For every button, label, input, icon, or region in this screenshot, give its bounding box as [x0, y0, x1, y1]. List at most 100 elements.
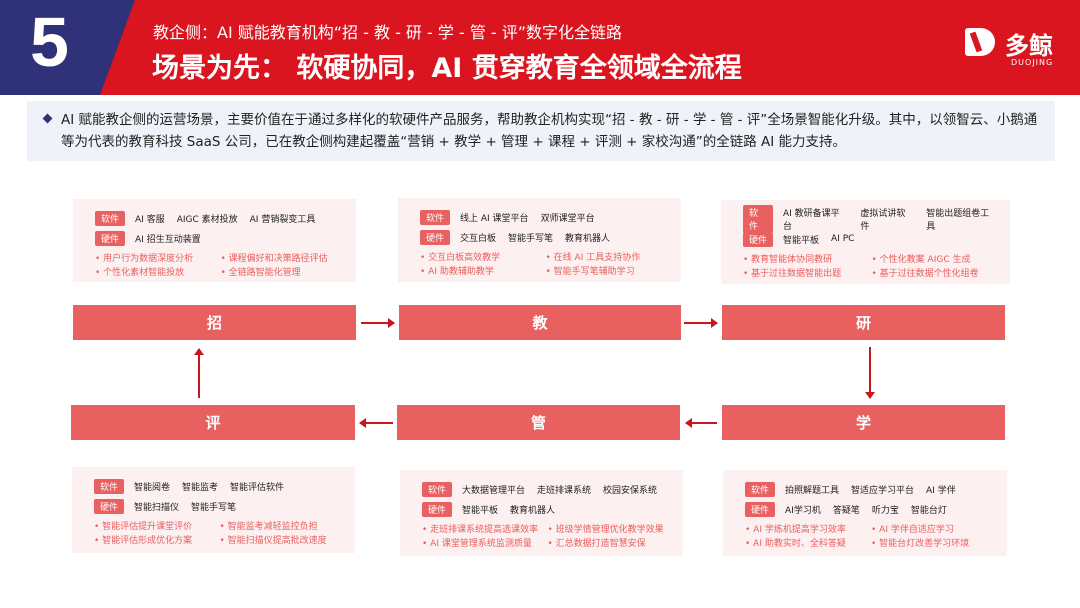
benefit-item: 智能评估提升课堂评价	[94, 520, 220, 534]
benefit-item: 在线 AI 工具支持协作	[546, 251, 672, 265]
software-item: AI 教研备课平台	[782, 209, 840, 232]
software-item: AI 学伴	[926, 485, 956, 496]
page-title: 场景为先： 软硬协同，AI 贯穿教育全领域全流程	[152, 53, 742, 84]
software-item: 虚拟试讲软件	[860, 209, 906, 232]
header-banner: 5 教企侧：AI 赋能教育机构“招 - 教 - 研 - 学 - 管 - 评”数字…	[0, 0, 1080, 95]
stage-bar-学: 学	[722, 405, 1005, 440]
hardware-item: 答疑笔	[832, 505, 860, 516]
software-item: 智能出题组卷工具	[926, 209, 990, 232]
software-row: 软件线上 AI 课堂平台双师课堂平台	[420, 208, 681, 226]
software-tag: 软件	[420, 209, 451, 225]
benefit-item: 汇总数据打造智慧安保	[548, 537, 674, 551]
software-item: AIGC 素材投放	[176, 214, 238, 225]
arrow-up-icon-head	[194, 348, 204, 355]
benefit-item: 智能监考减轻监控负担	[220, 520, 346, 534]
stage-bar-管: 管	[397, 405, 680, 440]
benefit-item: 智能手写笔辅助学习	[546, 265, 672, 279]
logo-mark-icon	[965, 28, 995, 56]
software-item: 智能阅卷	[134, 482, 171, 493]
intro-box: AI 赋能教企侧的运营场景，主要价值在于通过多样化的软硬件产品服务，帮助教企机构…	[27, 101, 1055, 161]
subtitle: 教企侧：AI 赋能教育机构“招 - 教 - 研 - 学 - 管 - 评”数字化全…	[153, 23, 623, 42]
hardware-item: 教育机器人	[510, 505, 556, 516]
benefit-item: 智能扫描仪提高批改速度	[220, 534, 346, 548]
benefits-list: 智能评估提升课堂评价智能监考减轻监控负担智能评估形成优化方案智能扫描仪提高批改速…	[94, 520, 355, 548]
software-tag: 软件	[743, 205, 773, 233]
hardware-tag: 硬件	[95, 230, 126, 246]
benefit-item: 个性化教案 AIGC 生成	[872, 253, 1001, 267]
benefit-item: AI 助教辅助教学	[420, 265, 546, 279]
stage-bar-评: 评	[71, 405, 355, 440]
software-tag: 软件	[94, 478, 125, 494]
software-item: 大数据管理平台	[462, 485, 526, 496]
arrow-left-icon	[360, 422, 393, 424]
software-tag: 软件	[95, 210, 126, 226]
section-number: 5	[30, 3, 69, 81]
arrow-down-icon-head	[865, 392, 875, 399]
benefit-item: 走班排课系统提高选课效率	[422, 523, 548, 537]
stage-card-4: 软件大数据管理平台走班排课系统校园安保系统硬件智能平板教育机器人走班排课系统提高…	[400, 470, 683, 556]
stage-card-3: 软件智能阅卷智能监考智能评估软件硬件智能扫描仪智能手写笔智能评估提升课堂评价智能…	[72, 467, 355, 553]
benefit-item: 智能评估形成优化方案	[94, 534, 220, 548]
intro-text: AI 赋能教企侧的运营场景，主要价值在于通过多样化的软硬件产品服务，帮助教企机构…	[61, 112, 1038, 150]
software-row: 软件大数据管理平台走班排课系统校园安保系统	[422, 480, 683, 498]
software-row: 软件 AI 教研备课平台虚拟试讲软件智能出题组卷工具	[743, 205, 1010, 233]
logo-subtext: DUOJING	[1011, 58, 1054, 67]
software-item: 拍照解题工具	[785, 485, 840, 496]
hardware-item: 智能手写笔	[191, 502, 237, 513]
logo: 多鲸 DUOJING	[965, 26, 1075, 72]
stage-bar-招: 招	[73, 305, 356, 340]
benefit-item: AI 学伴自适应学习	[871, 523, 997, 537]
arrow-down-icon	[869, 347, 871, 398]
software-row: 软件拍照解题工具智适应学习平台 AI 学伴	[745, 480, 1007, 498]
hardware-item: 智能平板	[462, 505, 499, 516]
arrow-up-icon	[198, 349, 200, 398]
benefit-item: AI 助教实时、全科答疑	[745, 537, 871, 551]
software-tag: 软件	[745, 481, 776, 497]
hardware-tag: 硬件	[422, 501, 453, 517]
hardware-item: 智能平板	[783, 235, 820, 246]
hardware-row: 硬件智能扫描仪智能手写笔	[94, 497, 355, 515]
benefit-item: AI 学练机提高学习效率	[745, 523, 871, 537]
software-row: 软件 AI 客服 AIGC 素材投放 AI 营销裂变工具	[95, 209, 356, 227]
hardware-row: 硬件智能平板教育机器人	[422, 500, 683, 518]
hardware-item: AI PC	[831, 234, 855, 244]
benefits-list: 教育智能体协同教研个性化教案 AIGC 生成基于过往数据智能出题基于过往数据个性…	[743, 253, 1010, 281]
benefit-item: 智能台灯改善学习环境	[871, 537, 997, 551]
benefit-item: 用户行为数据深度分析	[95, 252, 221, 266]
arrow-right-icon	[361, 322, 394, 324]
benefit-item: 班级学情管理优化教学效果	[548, 523, 674, 537]
software-item: 智适应学习平台	[851, 485, 915, 496]
benefit-item: 教育智能体协同教研	[743, 253, 872, 267]
hardware-tag: 硬件	[94, 498, 125, 514]
hardware-row: 硬件交互白板智能手写笔教育机器人	[420, 228, 681, 246]
arrow-left-icon-head	[685, 418, 692, 428]
benefit-item: 个性化素材智能投放	[95, 266, 221, 280]
hardware-item: 智能扫描仪	[134, 502, 180, 513]
software-item: AI 营销裂变工具	[249, 214, 316, 225]
hardware-tag: 硬件	[420, 229, 451, 245]
arrow-right-icon	[684, 322, 717, 324]
hardware-tag: 硬件	[743, 231, 774, 247]
hardware-item: 交互白板	[460, 233, 497, 244]
diamond-bullet-icon	[42, 113, 53, 124]
software-item: AI 客服	[135, 214, 165, 225]
hardware-item: 智能台灯	[910, 505, 947, 516]
hardware-tag: 硬件	[745, 501, 776, 517]
software-item: 校园安保系统	[603, 485, 658, 496]
hardware-item: 智能手写笔	[508, 233, 554, 244]
benefits-list: 交互白板高效教学在线 AI 工具支持协作AI 助教辅助教学智能手写笔辅助学习	[420, 251, 681, 279]
stage-bar-教: 教	[399, 305, 681, 340]
software-item: 智能评估软件	[230, 482, 285, 493]
benefit-item: AI 课堂管理系统监测质量	[422, 537, 548, 551]
software-item: 智能监考	[182, 482, 219, 493]
benefits-list: 用户行为数据深度分析课程偏好和决策路径评估个性化素材智能投放全链路智能化管理	[95, 252, 356, 280]
benefit-item: 基于过往数据个性化组卷	[872, 267, 1001, 281]
benefit-item: 课程偏好和决策路径评估	[221, 252, 347, 266]
arrow-left-icon	[686, 422, 717, 424]
